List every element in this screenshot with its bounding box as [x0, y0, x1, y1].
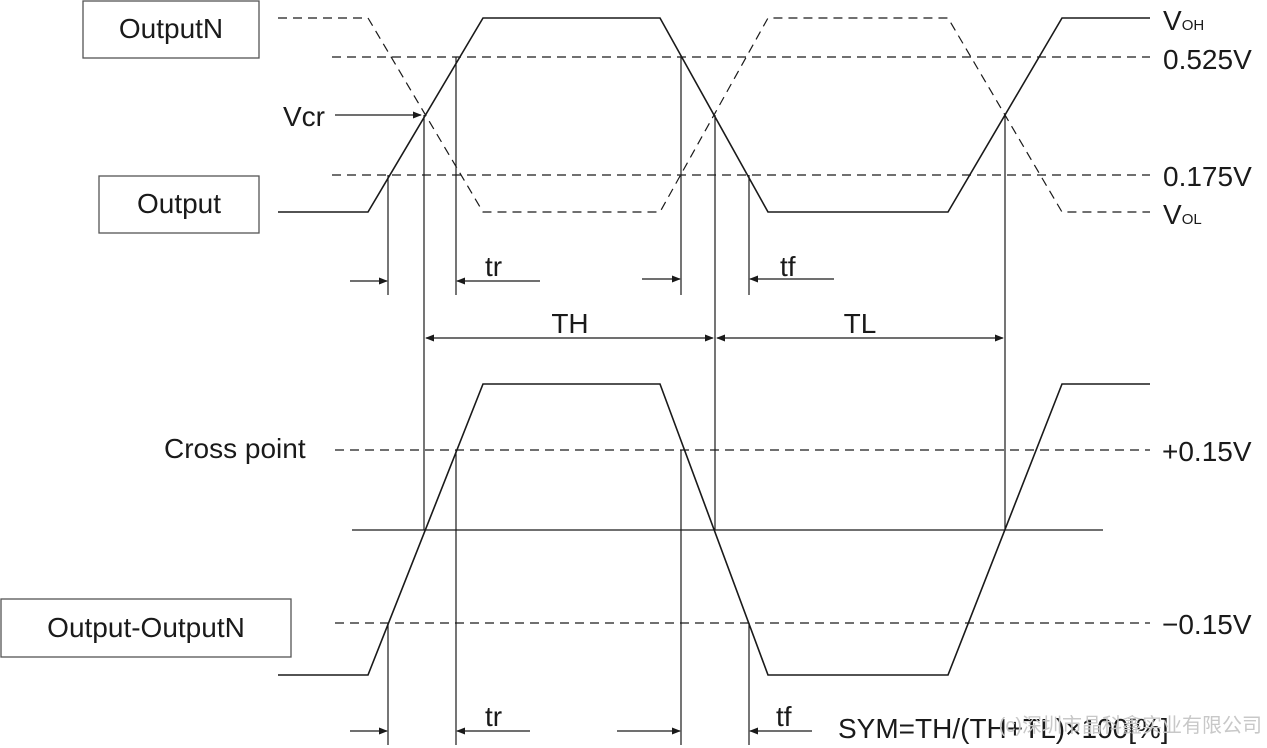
- th-label: TH: [551, 308, 588, 339]
- sym-formula: SYM=TH/(TH+TL)×100[%]: [838, 713, 1169, 744]
- vcr-label: Vcr: [283, 101, 325, 132]
- output-label-box: [98, 175, 260, 234]
- vol-label: VOL: [1163, 199, 1202, 230]
- tf-top-label: tf: [780, 251, 796, 282]
- outputn-waveform: [278, 17, 1150, 213]
- differential-label-box: [0, 598, 292, 658]
- tr-bottom-label: tr: [485, 701, 502, 732]
- plus-015-label: +0.15V: [1162, 436, 1252, 467]
- outputn-label-box: [82, 0, 260, 59]
- watermark: (c)深圳市晶科鑫实业有限公司: [999, 714, 1262, 737]
- voh-main: V: [1163, 5, 1182, 36]
- tf-bottom-label: tf: [776, 701, 792, 732]
- tl-label: TL: [844, 308, 877, 339]
- differential-label: Output-OutputN: [47, 612, 245, 643]
- voh-label: VOH: [1163, 5, 1204, 36]
- vol-sub: OL: [1182, 211, 1202, 228]
- cross-point-label: Cross point: [164, 433, 306, 464]
- tr-top-label: tr: [485, 251, 502, 282]
- outputn-label: OutputN: [119, 13, 223, 44]
- level-0175-label: 0.175V: [1163, 161, 1252, 192]
- voh-sub: OH: [1182, 17, 1205, 34]
- level-0525-label: 0.525V: [1163, 44, 1252, 75]
- minus-015-label: −0.15V: [1162, 609, 1252, 640]
- output-label: Output: [137, 188, 221, 219]
- vol-main: V: [1163, 199, 1182, 230]
